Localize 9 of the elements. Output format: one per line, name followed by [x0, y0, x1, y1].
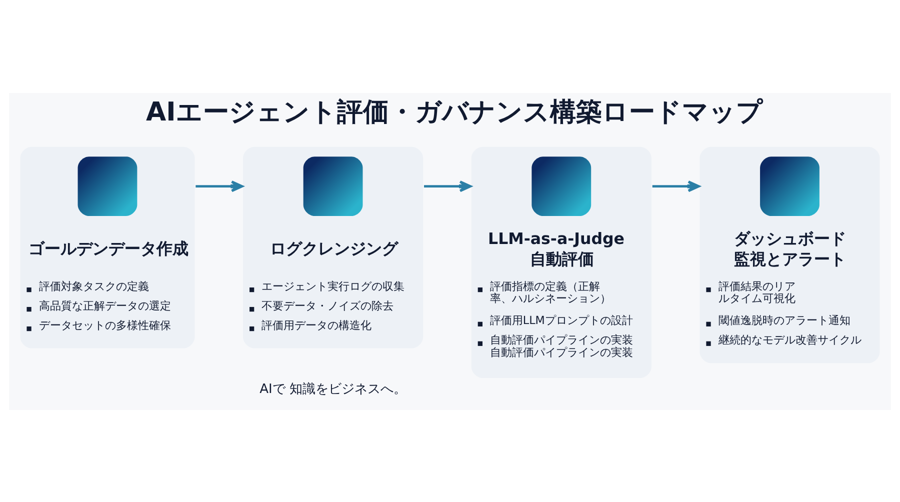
arrow [652, 180, 700, 192]
arrow [424, 180, 472, 192]
node-box: ログクレンジング エージェント実行ログの収集 不要データ・ノイズの除去 評価用データの構造化 [243, 146, 424, 348]
node-box: ゴールデンデータ作成 評価対象タスクの定義 高品質な正解データの選定 データセットの多様性確保 [20, 146, 195, 348]
node-box: LLM-as-a-Judge 自動評価 評価指標の定義（正解率、ハルシネーション） 評価用LLMプロンプトの設計 自動評価パイプラインの実装自動評価パイプラインの実装 [471, 146, 652, 378]
label: AIで 知識をビジネスへ。 [260, 382, 406, 397]
arrow [196, 180, 244, 192]
node-box: ダッシュボード監視とアラート 評価結果のリアルタイム可視化 閾値逸脱時のアラート通知 継続的なモデル改善サイクル [700, 146, 880, 363]
diagram-title: AIエージェント評価・ガバナンス構築ロードマップ [146, 96, 763, 127]
